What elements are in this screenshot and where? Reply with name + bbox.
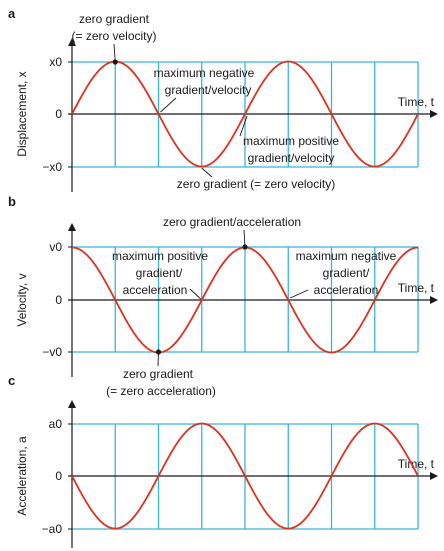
annotation-text: maximum negative xyxy=(154,66,255,80)
y-axis-label: Velocity, v xyxy=(15,273,29,326)
series-line xyxy=(71,422,419,530)
y-tick-label-max: a0 xyxy=(49,417,63,431)
annotation-text: zero gradient/acceleration xyxy=(163,215,301,229)
y-tick-label-max: x0 xyxy=(49,55,62,69)
y-tick-label-min: −v0 xyxy=(42,345,62,359)
annotation-text: zero gradient xyxy=(123,367,194,381)
annotation-text: maximum positive xyxy=(112,249,208,263)
annotation-leader xyxy=(113,43,116,63)
y-tick-label-max: v0 xyxy=(49,240,62,254)
annotation-leader xyxy=(189,288,202,300)
panel-b: b v0 0 −v0 Velocity, v Time, t zero gradient/a… xyxy=(8,194,438,398)
y-tick-label-zero: 0 xyxy=(55,107,62,121)
annotation-text: gradient/velocity xyxy=(165,83,252,97)
annotation-leader xyxy=(160,97,177,113)
y-tick-label-zero: 0 xyxy=(55,293,62,307)
y-axis-label: Displacement, x xyxy=(15,71,29,156)
annotation-text: zero gradient xyxy=(79,12,150,26)
annotation-leader xyxy=(157,351,159,367)
annotation-leader xyxy=(201,167,213,178)
panel-a: a x0 0 −x0 Displacement, x Time, t zero gradie… xyxy=(8,6,438,192)
panel-letter-a: a xyxy=(8,6,16,21)
y-axis-label: Acceleration, a xyxy=(15,436,29,516)
annotation-text: zero gradient (= zero velocity) xyxy=(177,177,335,191)
annotation-text: acceleration xyxy=(123,283,188,297)
x-axis-label: Time, t xyxy=(398,95,435,109)
annotation-text: (= zero velocity) xyxy=(71,29,156,43)
annotation-text: maximum positive xyxy=(243,134,339,148)
annotation-leader xyxy=(239,115,248,137)
series-line xyxy=(71,60,419,168)
annotation-text: (= zero acceleration) xyxy=(106,384,216,398)
x-axis-label: Time, t xyxy=(398,457,435,471)
panel-letter-b: b xyxy=(8,194,16,209)
annotation-text: gradient/velocity xyxy=(248,151,335,165)
annotation-text: gradient/ xyxy=(136,266,183,280)
annotation-text: gradient/ xyxy=(323,266,370,280)
panel-letter-c: c xyxy=(8,373,15,388)
panel-c: c a0 0 −a0 Acceleration, a Time, t xyxy=(8,373,438,548)
y-tick-label-min: −a0 xyxy=(42,522,63,536)
annotation-leader xyxy=(243,229,246,248)
annotation-text: acceleration xyxy=(314,283,379,297)
y-tick-label-zero: 0 xyxy=(55,469,62,483)
x-axis-label: Time, t xyxy=(398,281,435,295)
y-tick-label-min: −x0 xyxy=(42,160,62,174)
annotation-text: maximum negative xyxy=(296,249,397,263)
annotation-leader xyxy=(290,289,309,299)
